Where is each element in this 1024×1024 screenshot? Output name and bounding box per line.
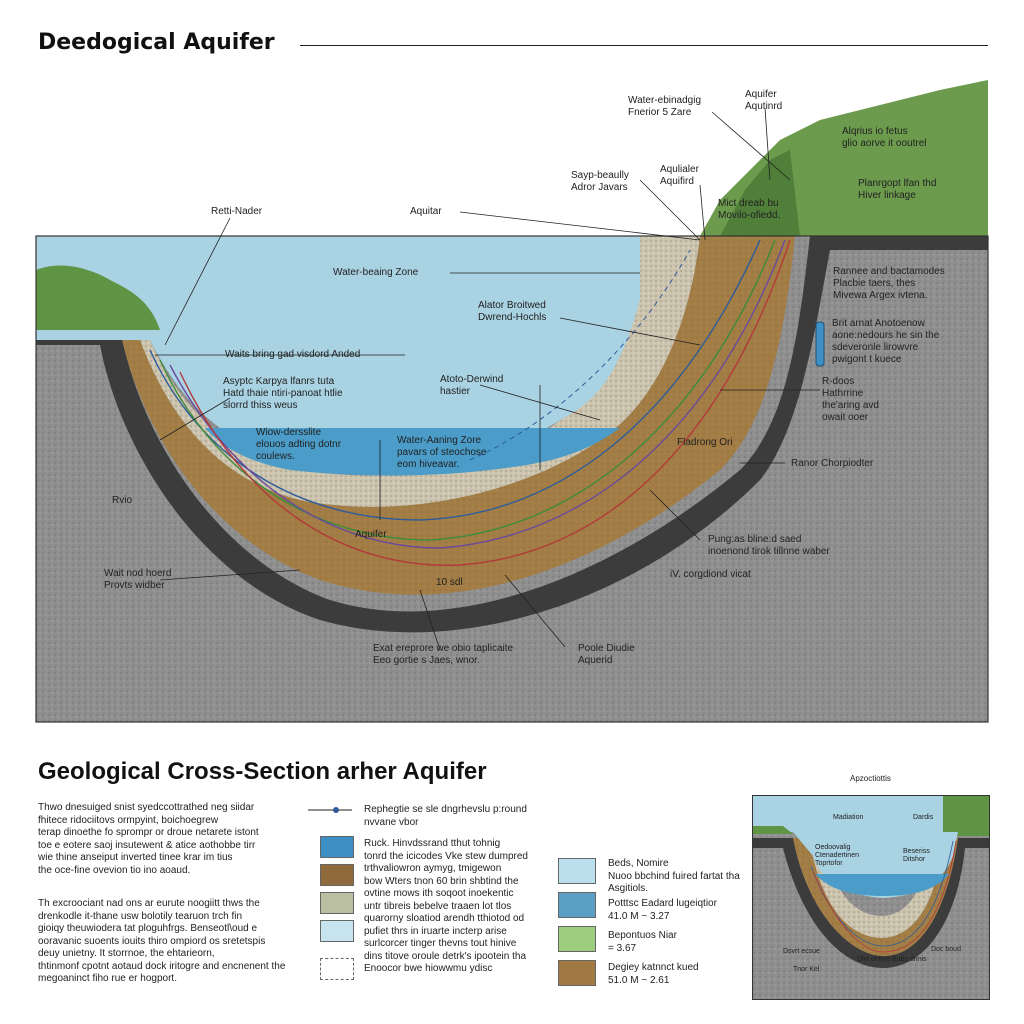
flow-line-green	[159, 239, 776, 541]
label-ranee-bactamodes: Rannee and bactamodes Placbie taers, the…	[833, 266, 945, 301]
thumbnail-cross-section: Madiation Dardis Oedoovalig Ctenadertine…	[752, 795, 990, 1000]
legend-right-text-4: Degiey katnnct kued 51.0 M ~ 2.61	[608, 962, 699, 986]
brown-aquifer-layer	[120, 236, 795, 595]
label-fladrong: Fladrong Ori	[677, 437, 733, 448]
left-bank-vegetation	[36, 265, 160, 330]
thumbnail-label-h: Tnor Kel	[793, 966, 820, 973]
label-r-doos: R-doos Hathrrine the'aring avd owait ooe…	[822, 376, 879, 423]
label-waits-bring: Waits bring gad visdord Anded	[225, 349, 361, 360]
legend-swatch-right-2	[558, 892, 596, 918]
label-retti-nader: Retti-Nader	[211, 206, 263, 217]
dashed-flow-path	[469, 249, 691, 461]
flow-line-purple	[169, 239, 786, 549]
flow-line-red	[179, 239, 791, 566]
flow-line-blue	[149, 239, 761, 521]
label-vegetation-note: Mict dreab bu Movilo-ofiedd.	[718, 198, 781, 221]
legend-swatch-left-5	[320, 958, 354, 980]
legend-swatch-right-4	[558, 960, 596, 986]
paragraph-1: Thwo dnesuiged snist syedccottrathed neg…	[38, 802, 259, 876]
legend-swatch-left-4	[320, 920, 354, 942]
thumbnail-label-c: Oedoovalig Ctenadertinen Toprtofor	[815, 844, 859, 867]
label-aquifer-aquitard-top: Aquifer Aqutinrd	[745, 89, 783, 112]
thumbnail-label-g: Doc boud	[931, 946, 961, 953]
title-rule	[300, 45, 988, 46]
legend-swatch-right-3	[558, 926, 596, 952]
label-ranor-chorpicdter: Ranor Chorpiodter	[791, 458, 874, 469]
legend-swatch-right-1	[558, 858, 596, 884]
label-water-bearing-fraction: Water-ebinadgig Fnerior 5 Zare	[628, 95, 702, 118]
label-alator-broitwed: Alator Broitwed Dwrend-Hochls	[478, 300, 547, 323]
label-water-bearing-zone: Water-beaing Zone	[333, 267, 419, 278]
thumbnail-label-f: Dlvt ohirve Bubs dnnis	[857, 956, 927, 963]
label-rvio: Rvio	[112, 495, 133, 506]
label-aquitalar-aquifird: Aqulialer Aquifird	[660, 164, 699, 187]
label-pung-bliner: Pung:as bline:d saed inoenond tirok till…	[708, 534, 830, 557]
legend-swatch-left-2	[320, 864, 354, 886]
legend-swatch-left-3	[320, 892, 354, 914]
thumbnail-svg	[753, 796, 989, 999]
legend-right-text-3: Bepontuos Niar = 3.67	[608, 930, 677, 954]
legend-right-text-1: Beds, Nomire Nuoo bbchind fuired fartat …	[608, 858, 740, 894]
label-brit-arnat: Brit arnat Anotoenow aone:nedours he sin…	[832, 318, 940, 365]
label-asptc-karpya: Asyptc Karpya lfanrs tuta Hatd thaie nti…	[223, 376, 343, 411]
label-hiver-linkage: Planrgopt lfan thd Hiver linkage	[858, 178, 937, 201]
legend-left-text: Ruck. Hinvdssrand tthut tohnig tonrd the…	[364, 838, 528, 974]
label-exat-ereprore: Exat ereprore we obio taplicaite Eeo gor…	[373, 643, 514, 666]
label-water-aaning-zone: Water-Aaning Zore pavars of steochose eo…	[397, 435, 487, 470]
thumbnail-title: Apzoctiottis	[850, 774, 891, 783]
deep-water-zone	[205, 428, 620, 476]
label-aquifer-mid: Aquifer	[355, 529, 387, 540]
label-wait-nod-hoerd: Wait nod hoerd Provts widber	[104, 568, 172, 591]
label-seal-100: 10 sdl	[436, 577, 463, 588]
label-v-corgdiond: iV. corgdiond vicat	[670, 569, 751, 580]
label-wiow-dersslite: Wiow-dersslite elouos adting dotnr coule…	[256, 427, 342, 462]
paragraph-2: Th excroociant nad ons ar eurute noogiit…	[38, 898, 286, 984]
legend-right-text-2: Potttsc Eadard lugeiqtior 41.0 M ~ 3.27	[608, 898, 717, 922]
surface-water	[36, 236, 640, 466]
label-sayp-beaulty: Sayp-beaully Adror Javars	[571, 170, 629, 193]
section-title: Geological Cross-Section arher Aquifer	[38, 758, 487, 785]
thumbnail-label-b: Dardis	[913, 814, 934, 821]
thumbnail-label-a: Madiation	[833, 814, 864, 821]
label-atoto-derwind: Atoto-Derwind hastier	[440, 374, 504, 397]
page-title: Deedogical Aquifer	[38, 30, 275, 55]
label-aquifer-top-right: Alqrius io fetus glio aorve it ooutrel	[842, 126, 927, 149]
thumbnail-label-e: Dsvrt ecsue	[783, 948, 820, 955]
legend-swatch-left-1	[320, 836, 354, 858]
label-poole-diudie: Poole Diudie Aquerid	[578, 643, 635, 666]
well-icon	[815, 321, 825, 367]
legend-line-text: Rephegtie se sle dngrhevslu p:round nvva…	[364, 804, 527, 828]
thumbnail-label-d: Beseriss Ditshor	[903, 848, 930, 863]
label-aquitar: Aquitar	[410, 206, 442, 217]
